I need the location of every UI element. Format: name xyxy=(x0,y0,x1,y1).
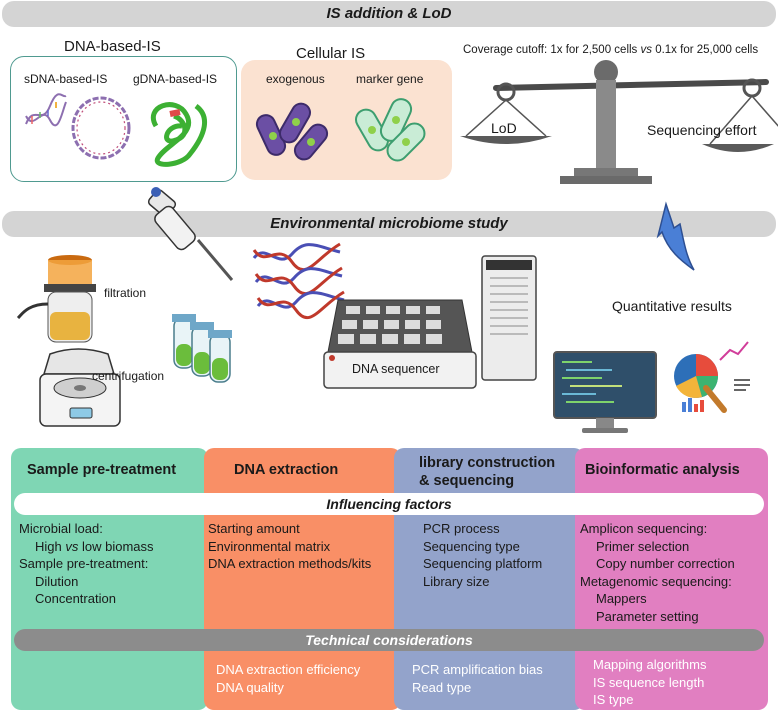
microbial-load-label: Microbial load: xyxy=(19,521,103,536)
list-item: Sequencing platform xyxy=(423,556,543,571)
title-dna-extraction: DNA extraction xyxy=(234,462,339,478)
banner-is-addition: IS addition & LoD xyxy=(2,1,776,27)
cellular-is-title: Cellular IS xyxy=(296,45,366,62)
technical-considerations-band: Technical considerations xyxy=(14,629,764,651)
monitor-icon xyxy=(553,351,657,433)
results-chart-icon xyxy=(674,341,750,413)
list-item: Sequencing type xyxy=(423,538,520,554)
lod-label: LoD xyxy=(491,120,517,136)
concentration-item: Concentration xyxy=(35,591,116,606)
sample-factors-list: Microbial load: High vs low biomass Samp… xyxy=(19,520,154,608)
list-item: DNA extraction efficiency xyxy=(216,662,361,677)
list-item: Environmental matrix xyxy=(208,538,331,554)
pretreatment-label: Sample pre-treatment: xyxy=(19,556,149,571)
sequencer-icon xyxy=(323,299,477,389)
influencing-factors-band: Influencing factors xyxy=(14,493,764,515)
parameter-item: Parameter setting xyxy=(596,608,699,624)
column-bioinformatic xyxy=(575,448,768,710)
marker-gene-cells-icon xyxy=(355,98,426,162)
cellular-is-box xyxy=(241,60,452,180)
arrow-icon xyxy=(656,201,695,271)
dilution-item: Dilution xyxy=(35,573,79,589)
title-library-line2: & sequencing xyxy=(419,473,515,489)
biomass-item: High vs low biomass xyxy=(35,538,154,554)
marker-gene-label: marker gene xyxy=(356,72,424,86)
list-item: IS sequence length xyxy=(593,674,705,690)
extraction-technical-list: DNA extraction efficiency DNA quality xyxy=(216,661,360,696)
list-item: IS type xyxy=(593,692,634,707)
gdna-is-label: gDNA-based-IS xyxy=(133,72,218,86)
bioinfo-technical-list: Mapping algorithms IS sequence length IS… xyxy=(593,656,706,709)
banner-environmental-study: Environmental microbiome study xyxy=(2,211,776,237)
title-sample-pretreatment: Sample pre-treatment xyxy=(27,462,177,478)
list-item: PCR amplification bias xyxy=(412,662,543,677)
library-technical-list: PCR amplification bias Read type xyxy=(412,661,543,696)
centrifugation-label: centrifugation xyxy=(92,369,165,383)
title-library-line1: library construction xyxy=(419,455,556,471)
metagenomic-label: Metagenomic sequencing: xyxy=(580,573,732,589)
list-item: PCR process xyxy=(423,521,500,536)
dna-helices-icon xyxy=(252,242,345,319)
sdna-helix-icon xyxy=(25,93,67,127)
filtration-label: filtration xyxy=(104,286,147,300)
mappers-item: Mappers xyxy=(596,591,647,606)
balance-scale-icon xyxy=(460,60,778,184)
sample-tubes-icon xyxy=(172,314,232,383)
sequencing-effort-label: Sequencing effort xyxy=(647,122,757,138)
sequencer-label: DNA sequencer xyxy=(352,362,440,376)
extraction-factors-list: Starting amount Environmental matrix DNA… xyxy=(208,520,371,573)
dna-is-box xyxy=(10,56,237,182)
list-item: Library size xyxy=(423,573,490,589)
plasmid-icon xyxy=(71,96,131,160)
filtration-icon xyxy=(16,255,96,343)
coverage-cutoff-text: Coverage cutoff: 1x for 2,500 cells vs 0… xyxy=(463,44,759,56)
list-item: DNA quality xyxy=(216,679,284,695)
list-item: Mapping algorithms xyxy=(593,657,707,672)
amplicon-label: Amplicon sequencing: xyxy=(580,521,708,536)
copy-number-item: Copy number correction xyxy=(596,556,735,571)
title-bioinformatic: Bioinformatic analysis xyxy=(585,462,740,478)
sdna-is-label: sDNA-based-IS xyxy=(24,72,108,86)
list-item: Read type xyxy=(412,679,472,695)
column-sample-pretreatment xyxy=(11,448,208,710)
primer-item: Primer selection xyxy=(596,538,690,554)
library-factors-list: PCR process Sequencing type Sequencing p… xyxy=(423,520,542,590)
bioinfo-factors-list: Amplicon sequencing: Primer selection Co… xyxy=(580,520,735,625)
centrifuge-icon xyxy=(39,348,121,427)
exogenous-label: exogenous xyxy=(266,72,325,86)
dna-is-title: DNA-based-IS xyxy=(64,38,161,55)
list-item: DNA extraction methods/kits xyxy=(208,556,372,571)
list-item: Starting amount xyxy=(208,521,300,536)
pipette-icon xyxy=(147,187,234,281)
column-library-sequencing xyxy=(394,448,584,710)
server-tower-icon xyxy=(481,255,537,381)
column-dna-extraction xyxy=(204,448,401,710)
gdna-icon xyxy=(151,102,207,167)
exogenous-cells-icon xyxy=(255,102,329,161)
quantitative-results-label: Quantitative results xyxy=(612,298,732,314)
